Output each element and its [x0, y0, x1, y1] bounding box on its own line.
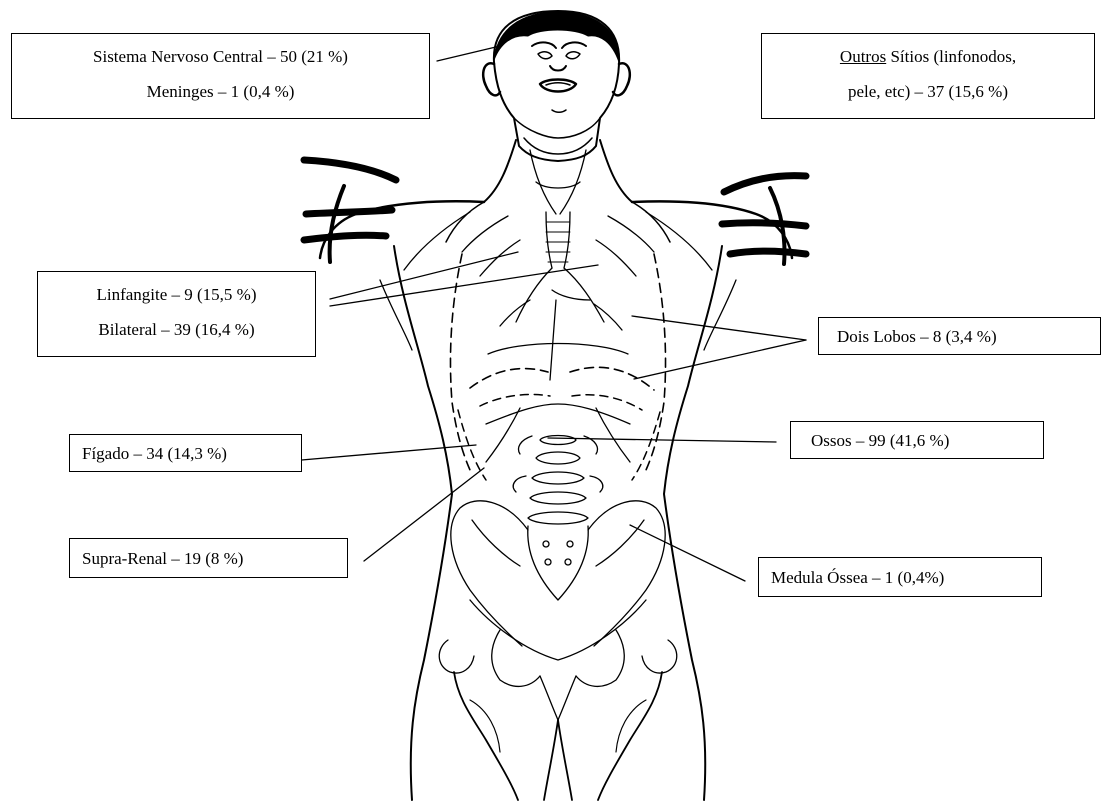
label-medula-ossea: Medula Óssea – 1 (0,4%): [771, 568, 944, 587]
label-dois-lobos: Dois Lobos – 8 (3,4 %): [837, 327, 997, 346]
label-linfangite: Linfangite – 9 (15,5 %): [38, 286, 315, 303]
leader-lobos-2: [634, 340, 806, 379]
label-bilateral: Bilateral – 39 (16,4 %): [38, 321, 315, 338]
label-box-linfangite: Linfangite – 9 (15,5 %) Bilateral – 39 (…: [37, 271, 316, 357]
leader-lines: [290, 46, 806, 581]
leader-linf-2: [330, 265, 598, 306]
label-snc: Sistema Nervoso Central – 50 (21 %): [12, 48, 429, 65]
label-meninges: Meninges – 1 (0,4 %): [12, 83, 429, 100]
leader-figado: [290, 445, 476, 461]
leader-snc: [437, 46, 500, 61]
torso-outline: [380, 246, 736, 800]
head-drawing: [483, 11, 630, 161]
label-ossos: Ossos – 99 (41,6 %): [811, 431, 949, 450]
label-outros-underlined: Outros: [840, 47, 886, 66]
leader-medula: [630, 525, 745, 581]
label-box-dois-lobos: Dois Lobos – 8 (3,4 %): [818, 317, 1101, 355]
label-outros-rest: Sítios (linfonodos,: [886, 47, 1016, 66]
label-box-medula-ossea: Medula Óssea – 1 (0,4%): [758, 557, 1042, 597]
label-supra-renal: Supra-Renal – 19 (8 %): [82, 549, 243, 568]
leader-supra: [364, 468, 484, 561]
label-outros-line1: Outros Sítios (linfonodos,: [762, 48, 1094, 65]
leader-lobos-1: [632, 316, 806, 340]
spine-pelvis-drawing: [439, 436, 677, 801]
label-box-figado: Fígado – 34 (14,3 %): [69, 434, 302, 472]
label-figado: Fígado – 34 (14,3 %): [82, 444, 227, 463]
label-box-sistema-nervoso-central: Sistema Nervoso Central – 50 (21 %) Meni…: [11, 33, 430, 119]
label-box-supra-renal: Supra-Renal – 19 (8 %): [69, 538, 348, 578]
leader-ossos: [548, 438, 776, 442]
label-box-ossos: Ossos – 99 (41,6 %): [790, 421, 1044, 459]
label-outros-line2: pele, etc) – 37 (15,6 %): [762, 83, 1094, 100]
label-box-outros-sitios: Outros Sítios (linfonodos, pele, etc) – …: [761, 33, 1095, 119]
